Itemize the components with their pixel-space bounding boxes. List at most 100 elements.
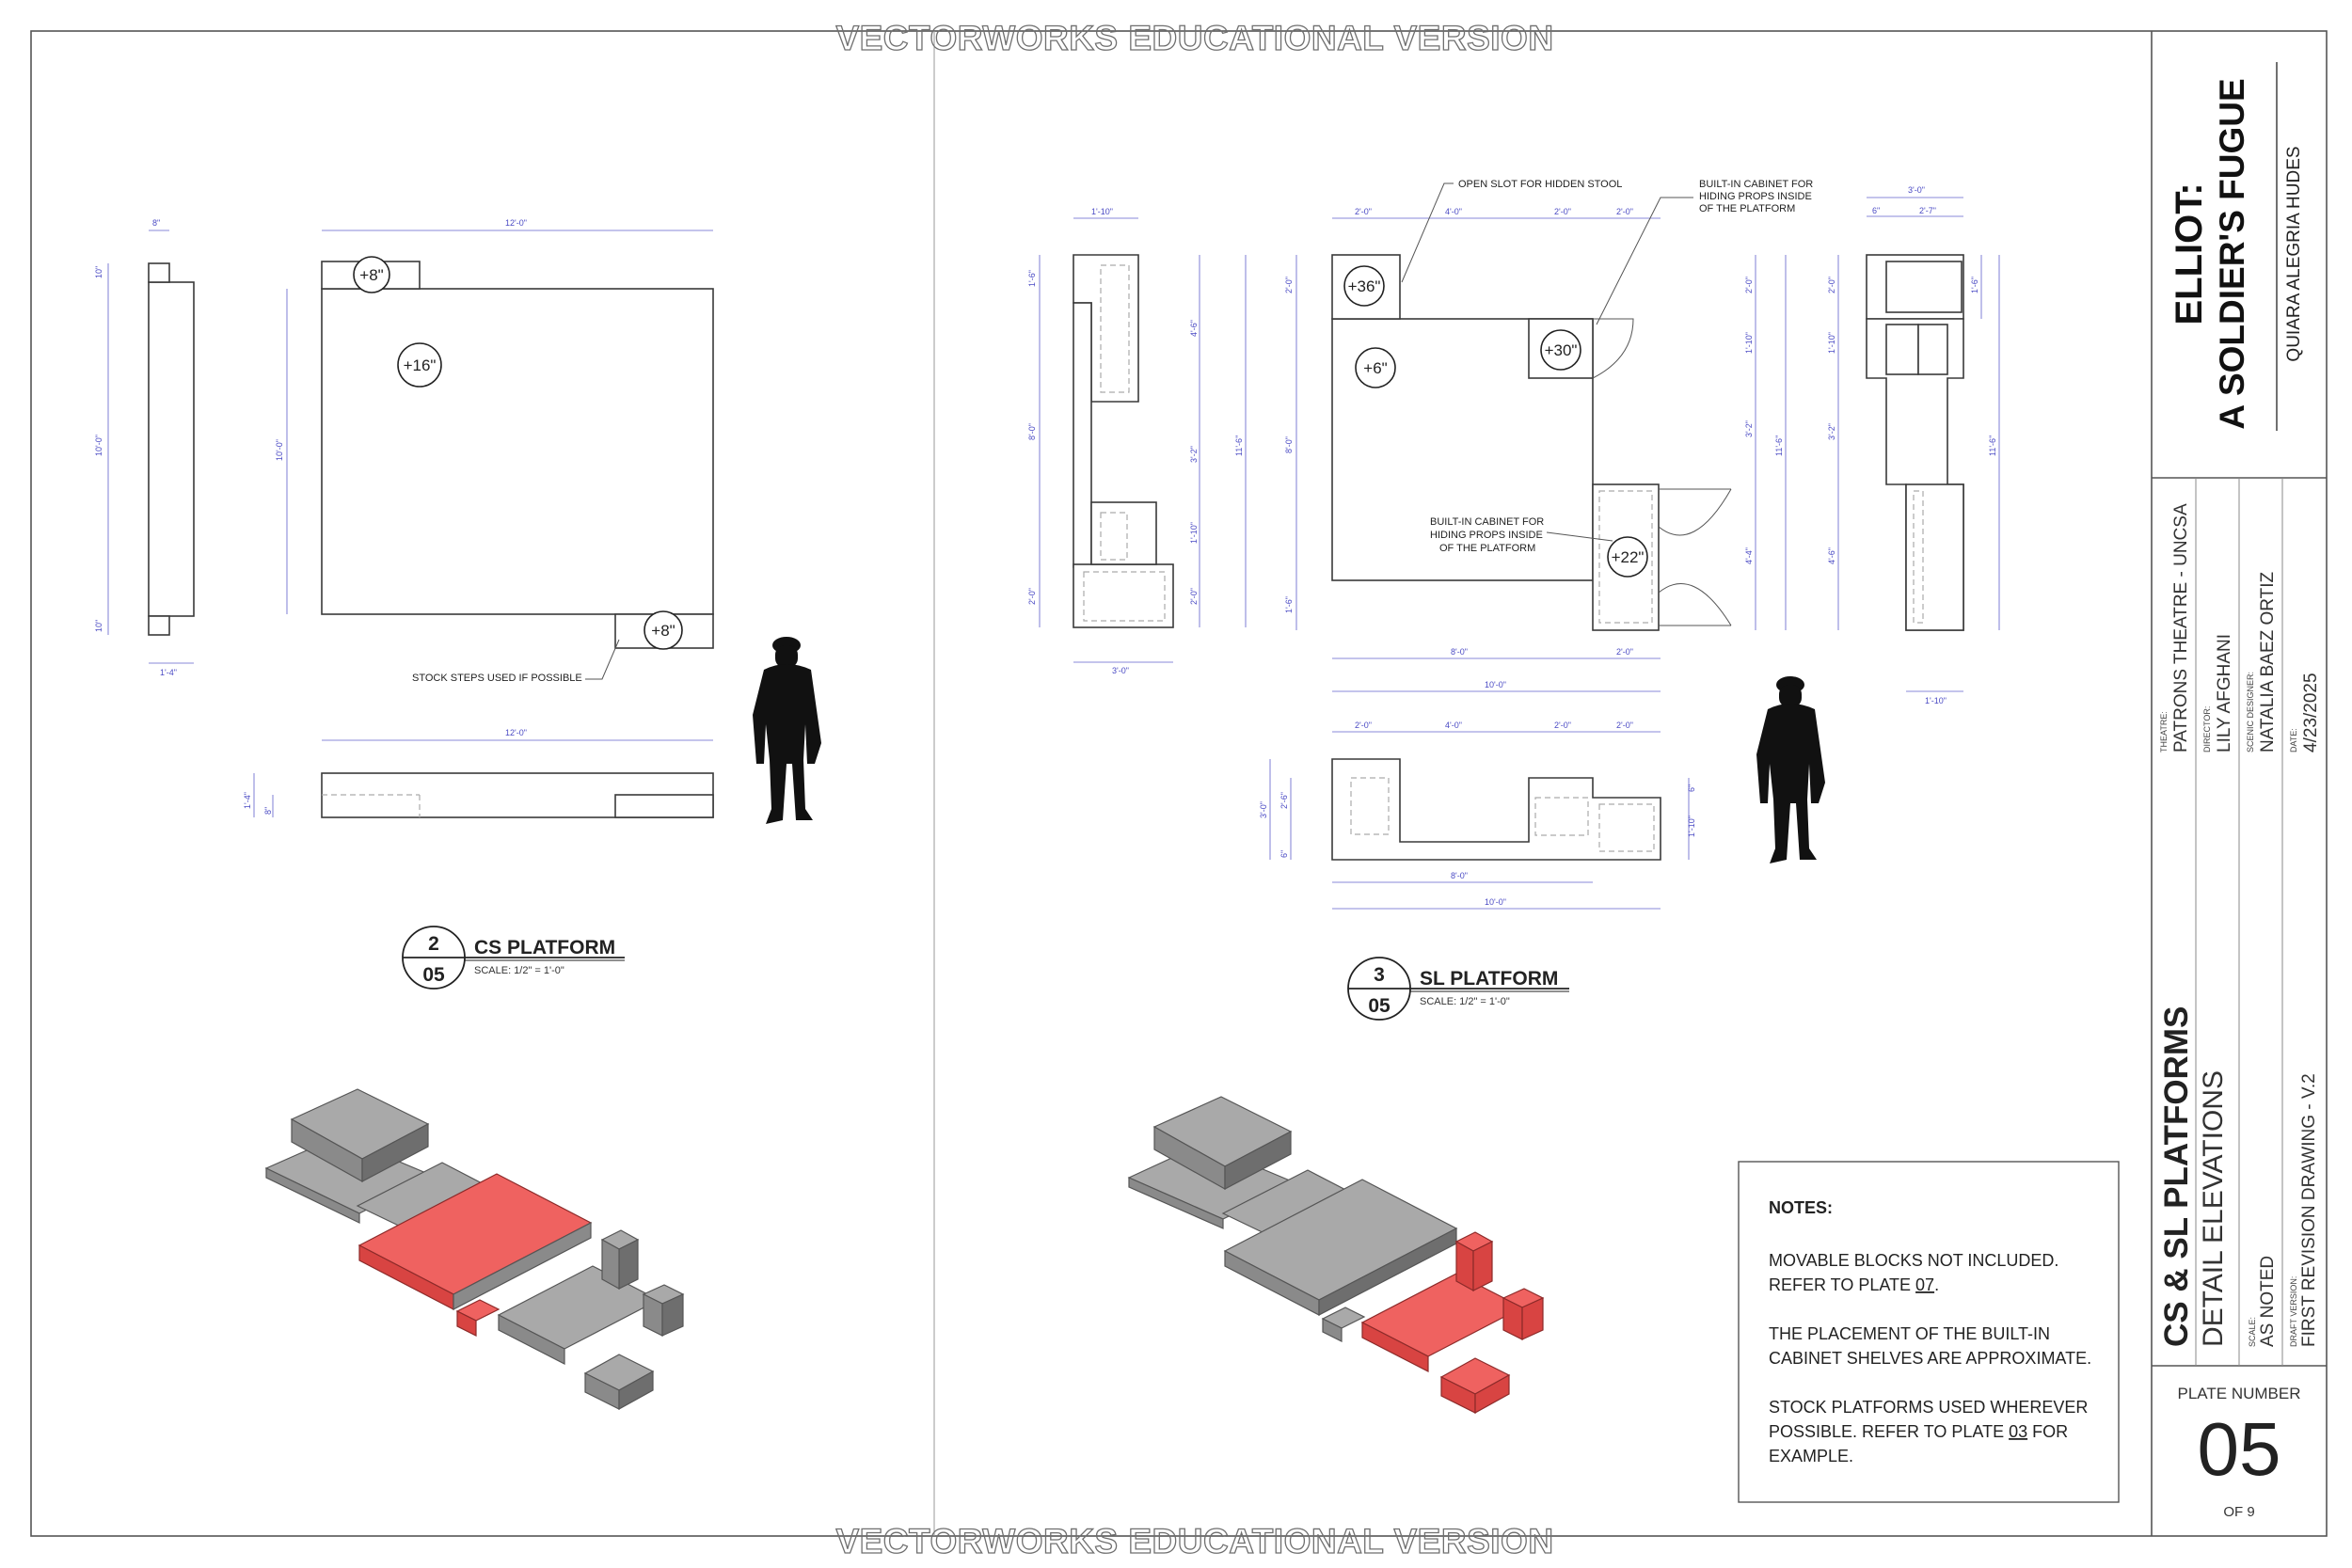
sl-callout-cabinet-mid-3: OF THE PLATFORM <box>1439 543 1535 554</box>
plate-of: OF 9 <box>2223 1504 2254 1520</box>
playwright-name: QUIARA ALEGRIA HUDES <box>2284 146 2304 361</box>
sl-callout-cabinet-top-3: OF THE PLATFORM <box>1699 203 1795 214</box>
svg-text:1'-4": 1'-4" <box>160 668 177 677</box>
sl-sheet-number: 05 <box>1368 995 1391 1017</box>
cs-platform-title: CS PLATFORM <box>474 937 615 958</box>
notes-line-3c: EXAMPLE. <box>1769 1447 1853 1465</box>
svg-text:11'-6": 11'-6" <box>1774 436 1784 456</box>
svg-text:1'-10": 1'-10" <box>1687 816 1696 837</box>
director-value: LILY AFGHANI <box>2215 634 2234 752</box>
svg-text:1'-10": 1'-10" <box>1744 332 1754 354</box>
svg-text:6": 6" <box>1279 850 1289 858</box>
sl-callout-open-slot: OPEN SLOT FOR HIDDEN STOOL <box>1458 179 1622 190</box>
svg-text:10'-0": 10'-0" <box>1485 897 1506 907</box>
cs-platform-side-view: 8" 10" 10'-0" 10" 1'-4" <box>94 218 195 677</box>
cs-sheet-number: 05 <box>422 964 445 986</box>
date-value: 4/23/2025 <box>2301 673 2321 752</box>
notes-line-1b: REFER TO PLATE 07. <box>1769 1275 1939 1294</box>
svg-text:4'-0": 4'-0" <box>1445 721 1462 730</box>
watermark-bottom: VECTORWORKS EDUCATIONAL VERSION <box>835 1522 1553 1560</box>
svg-text:1'-10": 1'-10" <box>1827 332 1836 354</box>
svg-text:1'-6": 1'-6" <box>1027 270 1037 287</box>
cs-elevation-tag-top: +8" <box>353 256 390 293</box>
notes-line-2a: THE PLACEMENT OF THE BUILT-IN <box>1769 1324 2050 1343</box>
theatre-value: PATRONS THEATRE - UNCSA <box>2171 503 2191 752</box>
sl-detail-number: 3 <box>1374 964 1385 986</box>
svg-text:1'-6": 1'-6" <box>1970 277 1979 293</box>
sl-platform-title-block: 3 05 SL PLATFORM SCALE: 1/2" = 1'-0" <box>1347 957 1569 1021</box>
svg-text:2'-0": 2'-0" <box>1554 207 1571 216</box>
plate-label: PLATE NUMBER <box>2178 1385 2301 1402</box>
svg-text:+8": +8" <box>651 622 675 640</box>
cs-platform-title-block: 2 05 CS PLATFORM SCALE: 1/2" = 1'-0" <box>402 926 625 990</box>
svg-text:+16": +16" <box>404 356 437 374</box>
svg-text:8'-0": 8'-0" <box>1284 436 1294 453</box>
svg-text:SCALE:: SCALE: <box>2248 1317 2257 1347</box>
isometric-model-cs-highlighted <box>264 1088 685 1411</box>
svg-text:11'-6": 11'-6" <box>1988 436 1997 456</box>
sl-platform-front-view: 2'-0" 4'-0" 2'-0" 2'-0" 8'-0" 10'-0" 3'-… <box>1259 721 1696 910</box>
svg-text:1'-6": 1'-6" <box>1284 596 1294 613</box>
sl-platform-right-side-view: 3'-0" 2'-7" 6" 2'-0" 1'-10" 3'-2" 4'-6" … <box>1827 185 2000 705</box>
draft-value: FIRST REVISION DRAWING - V.2 <box>2299 1073 2319 1347</box>
svg-text:2'-7": 2'-7" <box>1919 206 1936 215</box>
svg-text:10'-0": 10'-0" <box>275 439 284 461</box>
cs-platform-plan-view: 12'-0" 10'-0" +8" +16" +8" STOCK STEPS U… <box>275 218 714 684</box>
notes-box: NOTES: MOVABLE BLOCKS NOT INCLUDED. REFE… <box>1738 1161 2120 1503</box>
svg-text:+30": +30" <box>1545 341 1578 359</box>
notes-heading: NOTES: <box>1769 1198 1833 1217</box>
sl-platform-left-side-view: 1'-10" 1'-6" 8'-0" 2'-0" 3'-0" 4'-6" 3'-… <box>1027 207 1247 675</box>
svg-text:4'-0": 4'-0" <box>1445 207 1462 216</box>
notes-line-1a: MOVABLE BLOCKS NOT INCLUDED. <box>1769 1251 2058 1270</box>
show-title-line2: A SOLDIER'S FUGUE <box>2213 78 2251 429</box>
svg-text:2'-0": 2'-0" <box>1284 277 1294 293</box>
svg-text:2'-0": 2'-0" <box>1027 588 1037 605</box>
svg-text:3'-0": 3'-0" <box>1908 185 1925 195</box>
svg-text:DATE:: DATE: <box>2289 728 2298 752</box>
sl-elevation-tag-22: +22" <box>1607 536 1648 578</box>
svg-text:DRAFT VERSION:: DRAFT VERSION: <box>2289 1276 2298 1347</box>
svg-text:3'-2": 3'-2" <box>1744 420 1754 437</box>
cs-callout-stock-steps: STOCK STEPS USED IF POSSIBLE <box>412 673 582 684</box>
svg-text:8'-0": 8'-0" <box>1027 423 1037 440</box>
sheet-title: CS & SL PLATFORMS <box>2158 1006 2195 1347</box>
svg-text:1'-10": 1'-10" <box>1189 522 1199 544</box>
svg-text:4'-6": 4'-6" <box>1189 320 1199 337</box>
sl-callout-cabinet-top-1: BUILT-IN CABINET FOR <box>1699 179 1813 190</box>
svg-text:2'-0": 2'-0" <box>1355 207 1372 216</box>
svg-text:4'-6": 4'-6" <box>1827 547 1836 564</box>
svg-text:8'-0": 8'-0" <box>1451 647 1468 657</box>
cs-dim-top-width: 12'-0" <box>505 218 527 228</box>
svg-text:6": 6" <box>1687 784 1696 792</box>
isometric-model-sl-highlighted <box>1127 1096 1545 1415</box>
svg-text:10'-0": 10'-0" <box>94 435 103 456</box>
cs-platform-front-view: 12'-0" 1'-4" 8" <box>243 728 714 818</box>
svg-text:6": 6" <box>1872 206 1880 215</box>
sl-elevation-tag-30: +30" <box>1540 329 1581 371</box>
svg-text:+8": +8" <box>359 266 383 284</box>
svg-text:12'-0": 12'-0" <box>505 728 527 737</box>
svg-text:11'-6": 11'-6" <box>1234 436 1244 456</box>
sl-platform-title: SL PLATFORM <box>1420 968 1558 990</box>
svg-text:2'-6": 2'-6" <box>1279 792 1289 809</box>
svg-text:2'-0": 2'-0" <box>1355 721 1372 730</box>
svg-text:3'-0": 3'-0" <box>1259 801 1268 818</box>
svg-text:THEATRE:: THEATRE: <box>2159 711 2169 752</box>
plate-number: 05 <box>2198 1407 2281 1491</box>
sheet-border <box>30 30 2328 1537</box>
svg-text:1'-10": 1'-10" <box>1091 207 1113 216</box>
sl-elevation-tag-6: +6" <box>1355 347 1396 388</box>
svg-text:10'-0": 10'-0" <box>1485 680 1506 689</box>
svg-text:2'-0": 2'-0" <box>1616 721 1633 730</box>
svg-text:2'-0": 2'-0" <box>1189 588 1199 605</box>
svg-text:2'-0": 2'-0" <box>1616 647 1633 657</box>
human-scale-figure-sl <box>1756 676 1825 863</box>
sheet-subtitle: DETAIL ELEVATIONS <box>2198 1070 2229 1347</box>
show-title-line1: ELLIOT: <box>2169 182 2210 325</box>
svg-text:3'-2": 3'-2" <box>1827 423 1836 440</box>
sl-platform-plan-view: 2'-0" 4'-0" 2'-0" 2'-0" +36" +6" +30" +2… <box>1284 179 1813 692</box>
svg-text:2'-0": 2'-0" <box>1744 277 1754 293</box>
human-scale-figure-cs <box>753 637 821 824</box>
svg-text:+22": +22" <box>1612 548 1645 566</box>
